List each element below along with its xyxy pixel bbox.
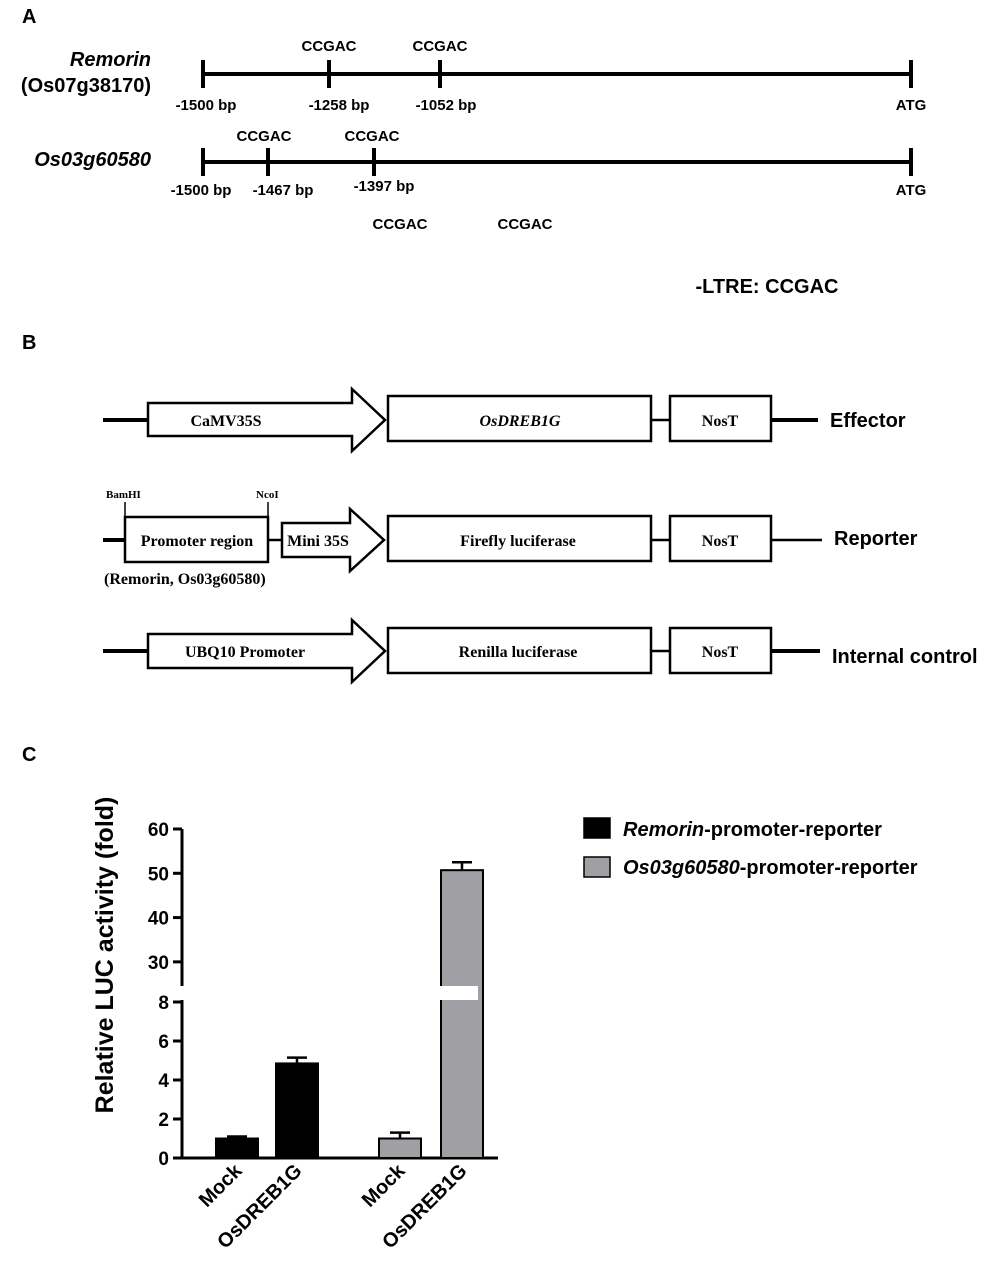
- reporter-terminator-label: NosT: [702, 533, 739, 550]
- ltre-legend: -LTRE: CCGAC: [696, 276, 839, 298]
- gene-2-site-1-motif: CCGAC: [237, 128, 292, 145]
- gene-1-site-1-motif: CCGAC: [302, 38, 357, 55]
- bar-0: [215, 1137, 259, 1159]
- effector-promoter-arrow: [146, 386, 387, 454]
- gene-2-site-1-label: -1467 bp: [253, 182, 314, 199]
- gene-1-subname: (Os07g38170): [21, 75, 151, 97]
- gene-2-start-label: -1500 bp: [171, 182, 232, 199]
- reporter-note: (Remorin, Os03g60580): [104, 571, 266, 588]
- y-tick-label-lower-8: 8: [158, 993, 169, 1014]
- panel-a-label: A: [22, 6, 36, 28]
- reporter-promoter-box: [123, 515, 270, 564]
- gene-2-name: Os03g60580: [34, 149, 151, 171]
- gene-1-atg-label: ATG: [896, 97, 927, 114]
- bamhi-site-label: BamHI: [106, 489, 141, 501]
- control-promoter-label: UBQ10 Promoter: [185, 644, 305, 661]
- y-axis-title: Relative LUC activity (fold): [91, 797, 119, 1114]
- legend-entry-os03g60580: Os03g60580-promoter-reporter: [623, 857, 918, 879]
- effector-terminator-box: [668, 394, 773, 443]
- gene-1-site-2-motif: CCGAC: [413, 38, 468, 55]
- bar-1: [275, 1062, 319, 1160]
- control-promoter-arrow: [146, 617, 387, 685]
- reporter-label: Reporter: [834, 528, 918, 550]
- panel-b-label: B: [22, 332, 36, 354]
- reporter-mini35s-arrow: [280, 506, 386, 574]
- control-terminator-box: [668, 626, 773, 675]
- reporter-mini35s-label: Mini 35S: [287, 533, 349, 550]
- axis-break-gap: [178, 986, 478, 1000]
- ncoi-site-label: NcoI: [256, 489, 279, 501]
- gene-2-promoter-map: [201, 148, 913, 176]
- gene-1-site-2-label: -1052 bp: [416, 97, 477, 114]
- control-gene-label: Renilla luciferase: [459, 644, 578, 661]
- y-tick-label-lower-2: 2: [158, 1110, 169, 1131]
- reporter-gene-label: Firefly luciferase: [460, 533, 576, 550]
- gene-2-site-2-motif: CCGAC: [345, 128, 400, 145]
- gene-1-name: Remorin: [70, 49, 151, 71]
- reporter-gene-box: [386, 514, 653, 563]
- control-label: Internal control: [832, 646, 978, 668]
- gene-1-start-label: -1500 bp: [176, 97, 237, 114]
- y-tick-label-lower-0: 0: [158, 1149, 169, 1170]
- gene-2-site-2-label: -1397 bp: [354, 178, 415, 195]
- gene-1-site-1-label: -1258 bp: [309, 97, 370, 114]
- effector-label: Effector: [830, 410, 906, 432]
- reporter-construct: BamHI NcoI Promoter region Mini 35S Fire…: [103, 489, 918, 588]
- y-tick-label-upper-40: 40: [148, 909, 169, 930]
- reporter-terminator-box: [668, 514, 773, 563]
- control-construct: UBQ10 Promoter Renilla luciferase NosT I…: [103, 617, 978, 685]
- legend-entry-remorin: Remorin-promoter-reporter: [623, 819, 882, 841]
- y-tick-label-upper-60: 60: [148, 820, 169, 841]
- effector-promoter-label: CaMV35S: [190, 413, 261, 430]
- extra-motif-2: CCGAC: [498, 216, 553, 233]
- effector-construct: CaMV35S OsDREB1G NosT Effector: [103, 386, 906, 454]
- bar-3: [440, 869, 484, 1160]
- y-tick-label-upper-50: 50: [148, 864, 169, 885]
- gene-2-atg-label: ATG: [896, 182, 927, 199]
- effector-gene-box: [386, 394, 653, 443]
- y-tick-label-lower-6: 6: [158, 1032, 169, 1053]
- control-terminator-label: NosT: [702, 644, 739, 661]
- extra-motif-1: CCGAC: [373, 216, 428, 233]
- effector-terminator-label: NosT: [702, 413, 739, 430]
- x-category-label-2: Mock: [358, 1159, 410, 1211]
- x-category-label-0: Mock: [195, 1159, 247, 1211]
- bar-2: [378, 1137, 422, 1159]
- y-tick-label-lower-4: 4: [158, 1071, 169, 1092]
- reporter-promoter-label: Promoter region: [141, 533, 254, 550]
- gene-1-promoter-map: [201, 60, 913, 88]
- effector-gene-label: OsDREB1G: [480, 413, 561, 430]
- legend-swatch-os03g60580: [583, 856, 611, 878]
- panel-c-label: C: [22, 744, 36, 766]
- chart-legend: Remorin-promoter-reporter Os03g60580-pro…: [583, 817, 918, 879]
- y-tick-label-upper-30: 30: [148, 953, 169, 974]
- legend-swatch-remorin: [583, 817, 611, 839]
